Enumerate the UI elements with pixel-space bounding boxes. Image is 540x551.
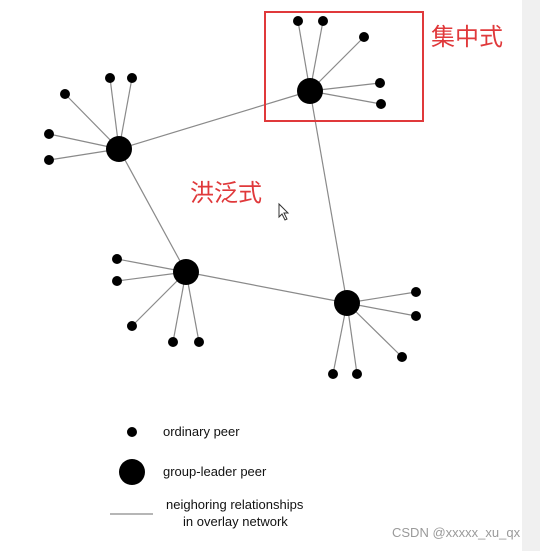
centralized-annotation: 集中式 (431, 23, 503, 51)
ordinary-peer-node (376, 99, 386, 109)
centralized-highlight-box (264, 11, 424, 122)
ordinary-peer-node (328, 369, 338, 379)
leader-edge-middle-bottom-right (185, 271, 348, 304)
ordinary-peer-node (105, 73, 115, 83)
leader-edge-top-left (118, 90, 311, 150)
ordinary-peer-node (352, 369, 362, 379)
legend-group-leader-symbol (119, 459, 145, 485)
group-leader-node (334, 290, 360, 316)
ordinary-peer-node (397, 352, 407, 362)
legend-ordinary-peer-symbol (127, 427, 137, 437)
ordinary-peer-node (375, 78, 385, 88)
csdn-watermark: CSDN @xxxxx_xu_qx (392, 525, 521, 540)
legend-ordinary-peer-label: ordinary peer (163, 424, 240, 439)
legend-neighbor-label-line-2: in overlay network (183, 514, 288, 529)
ordinary-peer-node (112, 276, 122, 286)
leader-edge-top-bottom-right (309, 90, 348, 304)
legend-group-leader-label: group-leader peer (163, 464, 267, 479)
ordinary-peer-node (60, 89, 70, 99)
mouse-cursor-icon (278, 202, 290, 221)
group-leader-node (297, 78, 323, 104)
ordinary-peer-node (359, 32, 369, 42)
ordinary-peer-node (293, 16, 303, 26)
group-leader-node (173, 259, 199, 285)
ordinary-peer-node (127, 73, 137, 83)
ordinary-peer-node (112, 254, 122, 264)
right-edge-strip (522, 0, 540, 551)
ordinary-peer-node (168, 337, 178, 347)
ordinary-peer-node (44, 129, 54, 139)
leader-edge-left-middle (118, 148, 187, 273)
ordinary-peer-node (194, 337, 204, 347)
ordinary-peer-node (411, 287, 421, 297)
ordinary-peer-node (411, 311, 421, 321)
ordinary-peer-node (318, 16, 328, 26)
flooding-annotation: 洪泛式 (190, 179, 262, 207)
ordinary-peer-node (127, 321, 137, 331)
ordinary-peer-node (44, 155, 54, 165)
group-leader-node (106, 136, 132, 162)
legend-neighbor-label-line-1: neighoring relationships (166, 497, 304, 512)
